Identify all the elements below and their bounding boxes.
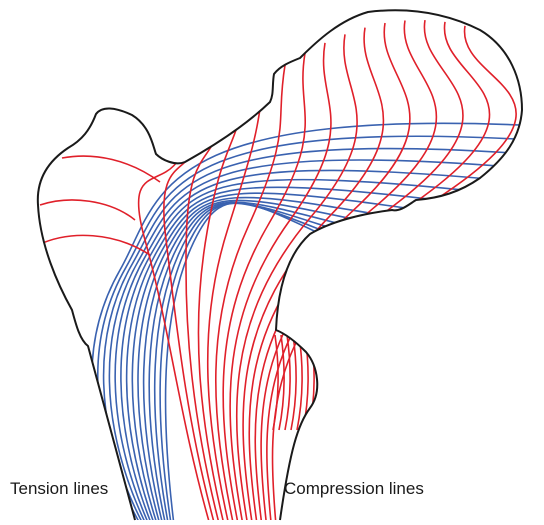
compression-line [266, 21, 491, 521]
compression-line [39, 199, 136, 221]
tension-lines-label: Tension lines [10, 479, 109, 498]
compression-line [308, 334, 315, 431]
tension-lines [91, 122, 521, 521]
tension-line [114, 169, 521, 521]
compression-line [229, 42, 332, 521]
tension-line [153, 202, 521, 521]
tension-line [120, 178, 521, 521]
compression-line [254, 20, 438, 521]
tension-line [137, 196, 521, 521]
tension-line [91, 122, 521, 521]
compression-line [61, 155, 161, 183]
compression-line [37, 234, 151, 256]
compression-line [206, 78, 266, 521]
compression-lines [37, 19, 517, 521]
compression-line [278, 334, 285, 431]
compression-line [296, 334, 303, 431]
compression-line [222, 53, 307, 521]
compression-line [185, 107, 226, 521]
compression-line [197, 92, 246, 521]
compression-lines-label: Compression lines [284, 479, 424, 498]
compression-line [271, 25, 517, 521]
compression-line [290, 334, 297, 431]
compression-line [215, 65, 286, 521]
compression-line [137, 139, 211, 521]
compression-line [260, 19, 464, 521]
compression-line [284, 334, 291, 431]
tension-line [102, 147, 521, 521]
compression-line [242, 27, 385, 521]
tension-line [125, 186, 521, 521]
tension-line [142, 199, 521, 521]
compression-line [272, 334, 279, 431]
femur-outline [36, 9, 523, 521]
compression-line [248, 22, 411, 521]
compression-line [235, 34, 358, 521]
